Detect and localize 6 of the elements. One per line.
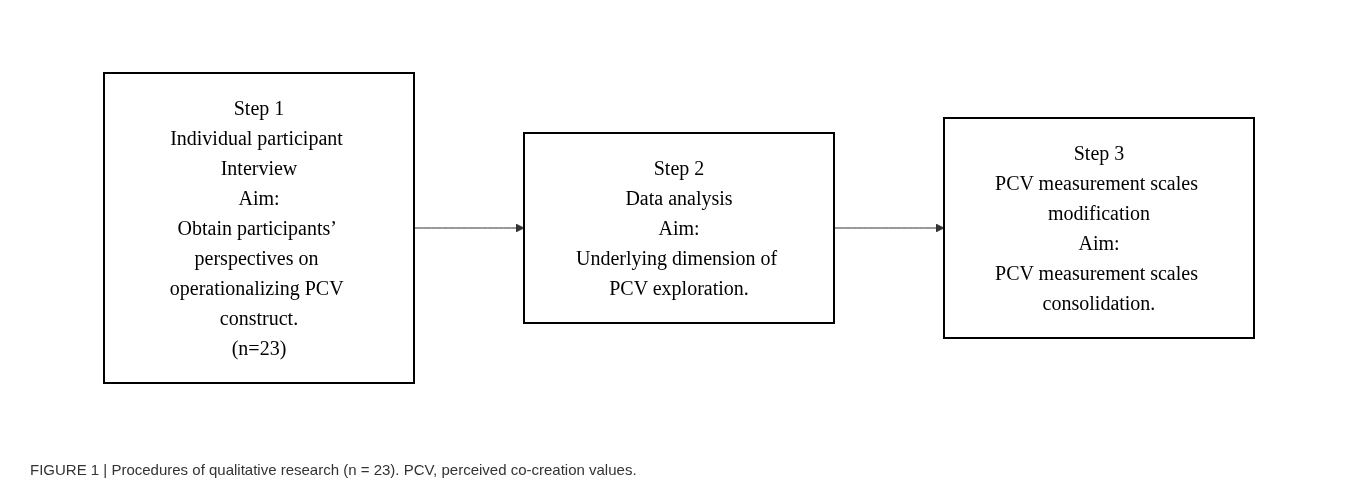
arrow [833,223,944,232]
node-box: Step 1 Individual participant Interview Aim: Obtain participants’ perspectives on operationalizing PCV construct. (n=23) [102,71,415,384]
node-box: Step 3 PCV measurement scales modification Aim: PCV measurement scales consolidation. [942,116,1255,339]
arrow [413,223,524,232]
node-box: Step 2 Data analysis Aim: Underlying dimension of PCV exploration. [522,131,835,324]
figure-caption: FIGURE 1 | Procedures of qualitative research (n = 23). PCV, perceived co-creation values. [29,460,638,480]
